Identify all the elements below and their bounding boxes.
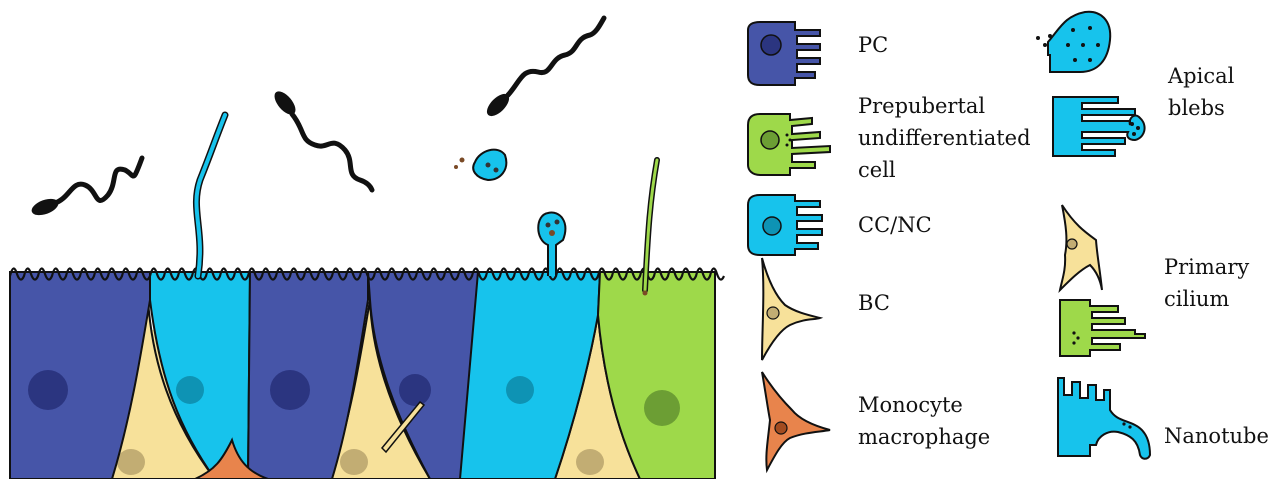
legend-label-ccnc: CC/NC: [858, 213, 932, 237]
legend-label-prepubertal-2: undifferentiated: [858, 126, 1031, 150]
epithelium-illustration: [10, 18, 724, 479]
legend-label-apical-blebs-2: blebs: [1168, 96, 1225, 120]
apical-bleb-icon: [1036, 12, 1110, 72]
legend-label-primary-cilium-2: cilium: [1164, 287, 1229, 311]
nanotube-icon: [1058, 378, 1150, 459]
apical-bleb-icon: [1053, 97, 1145, 156]
pc-cell-icon: [748, 22, 820, 85]
primary-cilium-icon: [1060, 205, 1102, 290]
prepubertal-cell-icon: [748, 114, 830, 175]
legend-label-monocyte-1: Monocyte: [858, 393, 963, 417]
sperm-icon: [29, 158, 142, 218]
legend-label-prepubertal-1: Prepubertal: [858, 94, 985, 118]
sperm-icon: [271, 88, 372, 190]
legend-label-monocyte-2: macrophage: [858, 425, 990, 449]
bc-cell-icon: [762, 258, 820, 360]
sperm-icon: [483, 18, 604, 120]
ccnc-cell-icon: [748, 195, 822, 255]
legend-label-nanotube: Nanotube: [1164, 424, 1269, 448]
monocyte-icon: [762, 372, 830, 470]
detached-bleb: [454, 150, 506, 180]
legend-label-prepubertal-3: cell: [858, 158, 896, 182]
legend-label-bc: BC: [858, 291, 890, 315]
legend: PC Prepubertal undifferentiated cell CC/…: [748, 12, 1269, 470]
legend-label-primary-cilium-1: Primary: [1164, 255, 1249, 279]
primary-cilium-icon: [1060, 300, 1145, 356]
legend-label-pc: PC: [858, 33, 888, 57]
apical-bleb: [538, 213, 565, 276]
legend-label-apical-blebs-1: Apical: [1167, 64, 1235, 88]
